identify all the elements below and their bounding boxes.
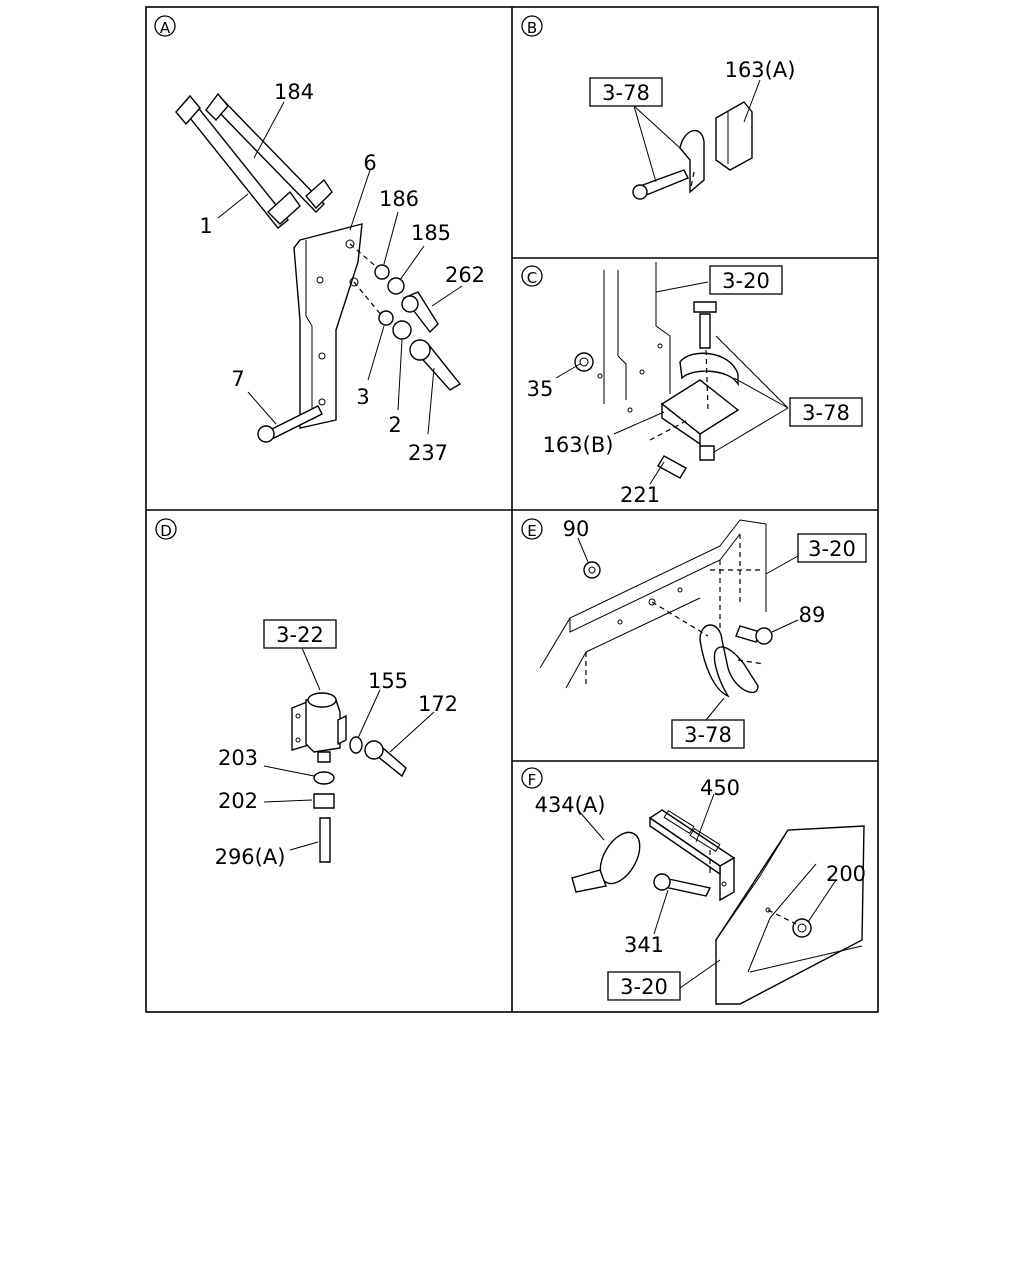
svg-text:D: D [160, 522, 172, 540]
frame-rail-f [715, 825, 865, 1005]
bracket-450 [648, 809, 736, 902]
label-35: 35 [527, 377, 554, 401]
frame-rail-c [597, 262, 671, 413]
leaders-a [217, 101, 463, 435]
regulator-valve [291, 692, 347, 763]
label-2: 2 [388, 413, 401, 437]
nut-35 [574, 352, 594, 372]
svg-text:3-22: 3-22 [276, 623, 324, 647]
label-296a: 296(A) [215, 845, 286, 869]
ref-box-3-22-d: 3-22 [263, 619, 337, 649]
label-90: 90 [563, 517, 590, 541]
section-d-marker: D [155, 518, 177, 540]
svg-text:B: B [527, 19, 537, 37]
leaders-b [633, 79, 761, 183]
label-1: 1 [199, 214, 212, 238]
section-a-marker: A [154, 15, 176, 37]
label-186: 186 [379, 187, 419, 211]
ref-box-3-78-c: 3-78 [789, 397, 863, 427]
label-262: 262 [445, 263, 485, 287]
svg-text:3-78: 3-78 [602, 81, 650, 105]
label-155: 155 [368, 669, 408, 693]
label-237: 237 [408, 441, 448, 465]
leaders-f [577, 793, 837, 989]
ref-box-3-78-e: 3-78 [671, 719, 745, 749]
label-89: 89 [799, 603, 826, 627]
section-f-marker: F [521, 767, 543, 789]
svg-text:C: C [527, 269, 537, 287]
ref-box-3-20-e: 3-20 [797, 533, 867, 563]
label-163a: 163(A) [725, 58, 796, 82]
svg-text:E: E [527, 522, 536, 540]
svg-text:F: F [528, 771, 537, 789]
svg-text:3-78: 3-78 [802, 401, 850, 425]
clamp-bracket-b [632, 101, 753, 200]
label-7: 7 [231, 367, 244, 391]
panel-e: E [521, 517, 867, 749]
label-185: 185 [411, 221, 451, 245]
panel-a: A [154, 15, 485, 465]
label-450: 450 [700, 776, 740, 800]
leaders-c [555, 281, 789, 485]
panel-d: D 3-22 [155, 518, 458, 869]
ref-box-3-20-c: 3-20 [709, 265, 783, 295]
section-c-marker: C [521, 265, 543, 287]
clamp-bracket-c [649, 301, 740, 479]
leaders-d [263, 647, 435, 851]
label-6: 6 [363, 151, 376, 175]
ref-box-3-78-b: 3-78 [589, 77, 663, 107]
leaders-e [577, 537, 799, 721]
svg-text:3-78: 3-78 [684, 723, 732, 747]
section-e-marker: E [521, 518, 543, 540]
mounting-bracket [293, 223, 363, 429]
label-202: 202 [218, 789, 258, 813]
panel-c: C [521, 262, 863, 507]
svg-text:A: A [160, 19, 171, 37]
svg-text:3-20: 3-20 [620, 975, 668, 999]
nut-200 [767, 909, 812, 938]
ref-box-3-20-f: 3-20 [607, 971, 681, 1001]
bolt-7 [257, 405, 323, 443]
label-434a: 434(A) [535, 793, 606, 817]
label-163b: 163(B) [543, 433, 614, 457]
panel-b: B 3-78 163(A) [521, 15, 796, 200]
section-b-marker: B [521, 15, 543, 37]
label-341: 341 [624, 933, 664, 957]
panel-f: F [521, 767, 866, 1005]
label-172: 172 [418, 692, 458, 716]
clamp-e [651, 601, 773, 698]
fittings-d [313, 736, 407, 863]
svg-text:3-20: 3-20 [722, 269, 770, 293]
bolt-341 [653, 873, 712, 897]
nut-90 [583, 561, 601, 579]
fittings-a [349, 243, 462, 391]
label-200: 200 [826, 862, 866, 886]
label-221: 221 [620, 483, 660, 507]
frame-rail-e [539, 519, 767, 689]
hose-clamp-434a [571, 831, 641, 893]
label-203: 203 [218, 746, 258, 770]
injection-pipe-rods [175, 92, 333, 229]
label-184: 184 [274, 80, 314, 104]
label-3: 3 [356, 385, 369, 409]
svg-text:3-20: 3-20 [808, 537, 856, 561]
panel-grid [145, 6, 879, 1013]
